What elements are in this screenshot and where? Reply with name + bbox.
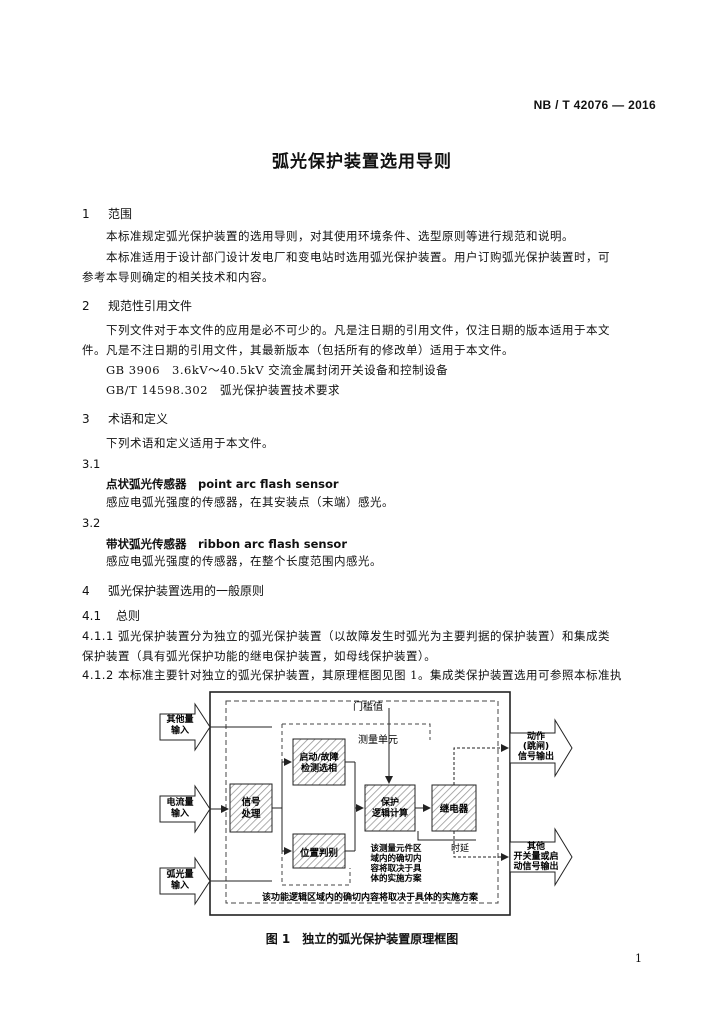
input-arrow-arc xyxy=(159,856,211,906)
section-number: 1 xyxy=(82,207,90,221)
svg-text:弧光量输入: 弧光量输入 xyxy=(166,868,193,891)
section-1-heading: 1 范围 xyxy=(82,205,132,222)
clause-text: 本标准主要针对独立的弧光保护装置，其原理框图见图 1。集成类保护装置选用可参照本… xyxy=(118,668,622,682)
outer-note: 该功能逻辑区域内的确切内容将取决于具体的实施方案 xyxy=(262,891,479,903)
protection-logic-label: 保护逻辑计算 xyxy=(371,796,408,819)
section-title: 规范性引用文件 xyxy=(108,299,193,313)
output-arrow-trip xyxy=(509,718,573,778)
subsection-heading: 4.1 总则 xyxy=(82,607,140,624)
term-title: 带状弧光传感器 ribbon arc flash sensor xyxy=(106,537,347,551)
section-title: 弧光保护装置选用的一般原则 xyxy=(108,584,265,598)
section-2-heading: 2 规范性引用文件 xyxy=(82,297,192,314)
position-judgement-label: 位置判别 xyxy=(300,847,338,859)
start-detection-block xyxy=(292,738,346,786)
section-4-heading: 4 弧光保护装置选用的一般原则 xyxy=(82,582,264,599)
figure-caption: 图 1 独立的弧光保护装置原理框图 xyxy=(265,932,459,946)
standard-number: NB / T 42076 — 2016 xyxy=(533,98,656,112)
subsection-number: 4.1 xyxy=(82,609,102,623)
svg-text:电流量输入: 电流量输入 xyxy=(166,796,193,819)
reference-item: GB 3906 3.6kV～40.5kV 交流金属封闭开关设备和控制设备 xyxy=(106,363,449,377)
relay-label: 继电器 xyxy=(440,803,469,815)
paragraph: 保护装置（具有弧光保护功能的继电保护装置，如母线保护装置）。 xyxy=(82,649,437,663)
measure-unit-label: 测量单元 xyxy=(358,733,398,746)
clause: 4.1.2 本标准主要针对独立的弧光保护装置，其原理框图见图 1。集成类保护装置选… xyxy=(82,665,622,685)
signal-processing-label: 信号处理 xyxy=(240,796,261,820)
section-title: 术语和定义 xyxy=(108,412,169,426)
section-number: 3 xyxy=(82,412,90,426)
paragraph: 下列文件对于本文件的应用是必不可少的。凡是注日期的引用文件，仅注日期的版本适用于… xyxy=(106,323,610,337)
section-title: 范围 xyxy=(108,207,133,221)
section-number: 4 xyxy=(82,584,90,598)
output-label-other: 其他开关量或启动信号输出 xyxy=(513,840,558,872)
input-label-other: 其他量 xyxy=(166,713,193,725)
input-arrow-current xyxy=(159,784,211,834)
subsection-title: 总则 xyxy=(116,609,141,623)
paragraph: 本标准适用于设计部门设计发电厂和变电站时选用弧光保护装置。用户订购弧光保护装置时… xyxy=(106,250,610,264)
clause-text: 弧光保护装置分为独立的弧光保护装置（以故障发生时弧光为主要判据的保护装置）和集成… xyxy=(118,629,610,643)
page-number: 1 xyxy=(635,952,642,965)
input-arrow-other xyxy=(159,702,211,752)
svg-text:其他量输入: 其他量输入 xyxy=(166,713,193,736)
output-arrow-other xyxy=(509,827,573,887)
term-number: 3.1 xyxy=(82,457,101,471)
reference-item: GB/T 14598.302 弧光保护装置技术要求 xyxy=(106,383,341,397)
function-area-frame xyxy=(209,691,511,916)
position-judgement-block xyxy=(292,833,346,869)
protection-logic-block xyxy=(364,784,416,832)
clause: 4.1.1 弧光保护装置分为独立的弧光保护装置（以故障发生时弧光为主要判据的保护装… xyxy=(82,626,610,646)
term-title: 点状弧光传感器 point arc flash sensor xyxy=(106,477,339,491)
input-label-arc: 弧光量 xyxy=(166,868,193,880)
paragraph: 下列术语和定义适用于本文件。 xyxy=(106,436,274,450)
threshold-label: 门槛值 xyxy=(353,700,383,713)
inner-note: 该测量元件区域内的确切内容将取决于具体的实施方案 xyxy=(369,843,422,884)
paragraph: 参考本导则确定的相关技术和内容。 xyxy=(82,270,274,284)
term-number: 3.2 xyxy=(82,516,101,530)
document-title: 弧光保护装置选用导则 xyxy=(272,152,452,172)
clause-number: 4.1.1 xyxy=(82,629,114,643)
output-label-trip: 动作(跳闸)信号输出 xyxy=(518,730,554,762)
paragraph: 本标准规定弧光保护装置的选用导则，对其使用环境条件、选型原则等进行规范和说明。 xyxy=(106,229,574,243)
function-logic-area xyxy=(225,700,499,904)
paragraph: 件。凡是不注日期的引用文件，其最新版本（包括所有的修改单）适用于本文件。 xyxy=(82,343,514,357)
term-definition: 感应电弧光强度的传感器，在整个长度范围内感光。 xyxy=(106,554,382,568)
term-definition: 感应电弧光强度的传感器，在其安装点（末端）感光。 xyxy=(106,495,394,509)
start-detection-label: 启动/故障检测选相 xyxy=(299,751,338,774)
delay-label: 时延 xyxy=(451,842,469,854)
clause-number: 4.1.2 xyxy=(82,668,114,682)
section-number: 2 xyxy=(82,299,90,313)
signal-processing-block xyxy=(229,783,273,833)
input-label-current: 电流量 xyxy=(166,796,193,808)
section-3-heading: 3 术语和定义 xyxy=(82,410,168,427)
